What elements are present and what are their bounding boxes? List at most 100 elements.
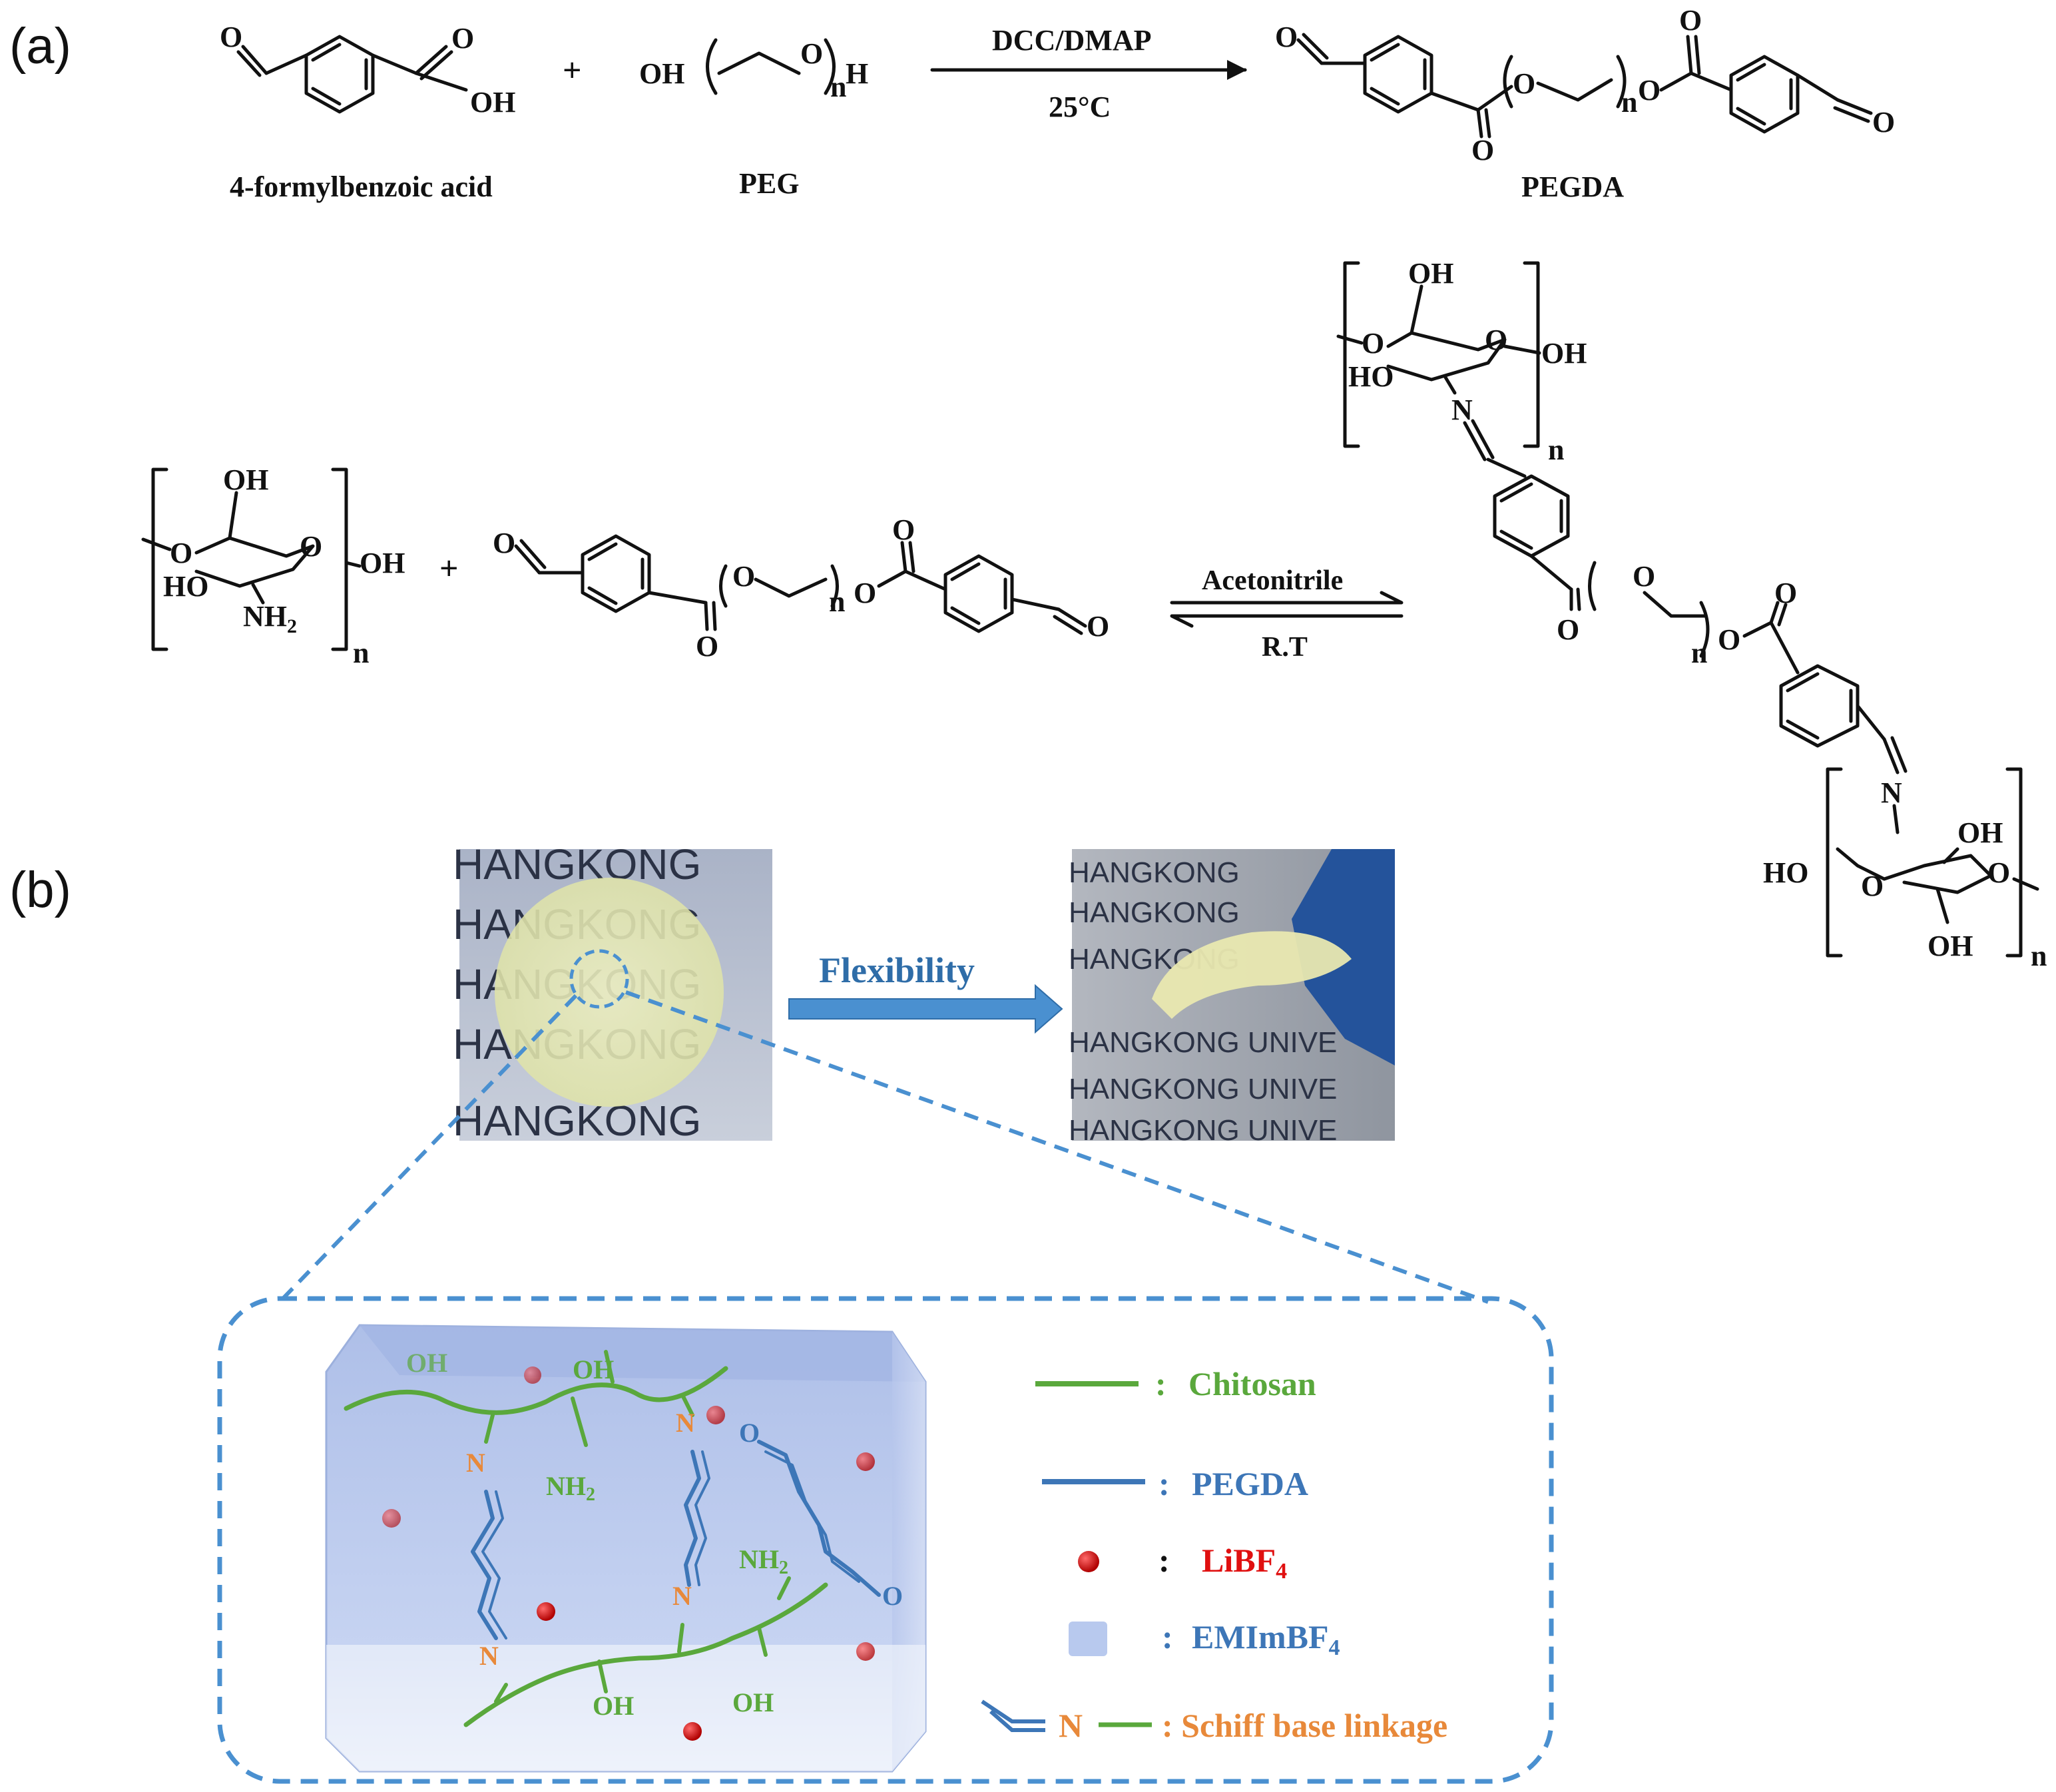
salt-particle <box>524 1366 541 1384</box>
repeat-n: n <box>829 585 845 618</box>
label-oh: OH <box>406 1348 447 1378</box>
printed-text: HANGKONG <box>453 840 701 888</box>
conditions-room-temperature: R.T <box>1262 632 1308 663</box>
atom-o: O <box>1774 577 1797 609</box>
printed-text: HANGKONG UNIVE <box>1069 1114 1337 1147</box>
electrolyte-film-disc <box>495 878 724 1107</box>
atom-o: O <box>1987 856 2010 889</box>
atom-o: O <box>854 577 876 609</box>
label-4-formylbenzoic-acid: 4-formylbenzoic acid <box>230 170 493 203</box>
printed-text: HANGKONG UNIVE <box>1069 1073 1337 1105</box>
atom-nh2: NH2 <box>243 600 297 637</box>
atom-oh: OH <box>470 86 515 119</box>
label-n: N <box>466 1448 485 1478</box>
atom-n: N <box>1881 776 1902 809</box>
printed-text: HANGKONG UNIVE <box>1069 1026 1337 1059</box>
legend-sep: : <box>1158 1465 1170 1502</box>
label-o: O <box>882 1581 903 1611</box>
atom-ho: HO <box>163 570 208 603</box>
plus-sign-2: + <box>439 549 459 587</box>
legend-salt-swatch <box>1078 1551 1099 1572</box>
conditions-temperature: 25°C <box>1049 91 1111 123</box>
label-n: N <box>672 1581 692 1611</box>
conditions-acetonitrile: Acetonitrile <box>1202 565 1343 596</box>
legend-schiff-label: : Schiff base linkage <box>1162 1707 1447 1744</box>
label-peg: PEG <box>739 167 799 200</box>
atom-o: O <box>1861 870 1884 902</box>
printed-text: HANGKONG <box>453 1097 701 1145</box>
product-crosslinked-structure: n OH O O OH HO N O O n O O <box>1336 257 2047 972</box>
label-oh: OH <box>593 1691 634 1721</box>
atom-o: O <box>1485 324 1507 356</box>
label-n: N <box>479 1641 499 1671</box>
bent-film <box>1152 931 1352 1019</box>
atom-ho: HO <box>1348 360 1394 393</box>
atom-oh: OH <box>639 57 684 90</box>
salt-particle <box>382 1509 401 1528</box>
legend-salt-label: LiBF4 <box>1202 1542 1287 1584</box>
repeat-n: n <box>830 71 846 103</box>
legend: : Chitosan : PEGDA : LiBF4 : EMImBF4 N :… <box>981 1365 1447 1744</box>
salt-particle <box>683 1722 702 1741</box>
atom-h: H <box>846 57 868 90</box>
printed-text: HANGKONG <box>1069 896 1240 929</box>
atom-o: O <box>696 630 718 663</box>
atom-o: O <box>1087 610 1109 643</box>
label-nh2: NH2 <box>739 1544 788 1578</box>
reactant-pegda-structure: O O O n O O O <box>493 513 1109 663</box>
label-pegda: PEGDA <box>1521 170 1624 203</box>
plus-sign: + <box>563 51 582 89</box>
atom-oh: OH <box>1541 337 1587 370</box>
repeat-n: n <box>1548 434 1564 466</box>
reactant-chitosan-structure: n O O OH OH HO NH2 <box>141 463 405 669</box>
legend-ionic-liquid-swatch <box>1069 1622 1107 1656</box>
repeat-n: n <box>1691 637 1707 669</box>
atom-o: O <box>800 37 823 70</box>
legend-ionic-liquid-label: EMImBF4 <box>1192 1618 1340 1660</box>
equilibrium-arrows <box>1170 591 1404 628</box>
atom-o: O <box>220 21 242 53</box>
label-oh: OH <box>732 1687 774 1717</box>
atom-o: O <box>170 537 192 569</box>
atom-o: O <box>1557 613 1579 646</box>
legend-sep: : <box>1155 1365 1166 1402</box>
atom-o: O <box>1471 134 1494 166</box>
salt-particle <box>856 1642 875 1661</box>
repeat-n: n <box>353 637 369 669</box>
photo-bent-film: HANGKONG HANGKONG HANGKONG HANGKONG UNIV… <box>1069 849 1395 1147</box>
atom-n: N <box>1451 394 1473 426</box>
repeat-n: n <box>1621 86 1637 119</box>
legend-schiff-swatch-pegda <box>981 1699 1045 1732</box>
atom-o: O <box>1718 623 1740 656</box>
repeat-n: n <box>2031 940 2047 972</box>
atom-oh: OH <box>223 463 268 496</box>
atom-o: O <box>300 530 322 563</box>
atom-ho: HO <box>1763 856 1808 889</box>
label-oh: OH <box>573 1354 614 1384</box>
product-pegda-structure: O O O n O O O <box>1275 4 1895 166</box>
label-o: O <box>739 1418 760 1448</box>
atom-o: O <box>892 513 915 546</box>
zoom-box <box>217 1296 1554 1784</box>
salt-particle <box>706 1406 725 1424</box>
label-nh2: NH2 <box>546 1471 595 1505</box>
reactant-peg: OH O n H <box>639 37 868 103</box>
legend-schiff-n: N <box>1059 1707 1083 1744</box>
atom-o: O <box>1362 327 1384 360</box>
legend-sep: : <box>1158 1542 1170 1579</box>
printed-text: HANGKONG <box>1069 856 1240 889</box>
legend-chitosan-label: Chitosan <box>1188 1365 1316 1402</box>
lithium-salt-particles <box>382 1366 875 1741</box>
panel-label-b: (b) <box>9 862 71 918</box>
chitosan-chain-bottom <box>463 1582 828 1727</box>
network-labels: OH OH NH2 NH2 OH OH N N N N O O <box>406 1348 903 1721</box>
atom-o: O <box>1275 21 1298 53</box>
atom-o: O <box>1513 67 1535 100</box>
chitosan-chain-top <box>344 1366 728 1415</box>
atom-oh: OH <box>360 547 405 579</box>
salt-particle <box>537 1602 555 1621</box>
panel-label-a: (a) <box>9 18 71 75</box>
flexibility-arrow <box>788 984 1063 1034</box>
atom-o: O <box>1679 4 1702 37</box>
